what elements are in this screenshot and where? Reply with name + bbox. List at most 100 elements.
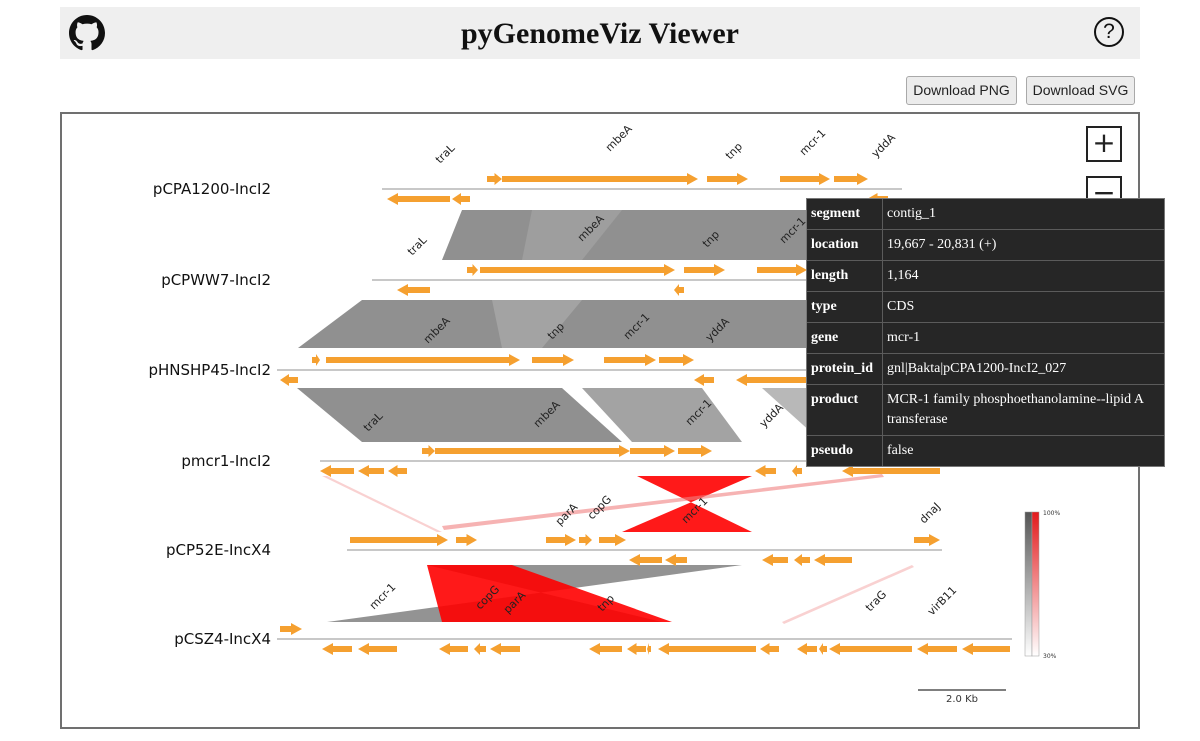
cds-feature[interactable] bbox=[684, 264, 725, 276]
comparison-link[interactable] bbox=[427, 565, 672, 622]
tooltip-value: gnl|Bakta|pCPA1200-IncI2_027 bbox=[882, 353, 1164, 385]
cds-feature[interactable] bbox=[678, 445, 712, 457]
scalebar: 2.0 Kb bbox=[918, 689, 1006, 705]
cds-feature[interactable] bbox=[579, 534, 592, 546]
cds-feature[interactable] bbox=[474, 643, 486, 655]
cds-feature[interactable] bbox=[658, 643, 756, 655]
cds-feature[interactable] bbox=[674, 284, 684, 296]
cds-feature[interactable] bbox=[794, 554, 810, 566]
gene-label: traL bbox=[405, 233, 430, 258]
cds-feature[interactable] bbox=[487, 173, 502, 185]
cds-feature[interactable] bbox=[604, 354, 656, 366]
cds-feature[interactable] bbox=[819, 643, 827, 655]
cds-feature[interactable] bbox=[490, 643, 520, 655]
cds-feature[interactable] bbox=[322, 643, 352, 655]
cds-feature[interactable] bbox=[456, 534, 477, 546]
cds-feature[interactable] bbox=[280, 374, 298, 386]
cds-feature[interactable] bbox=[480, 264, 675, 276]
cds-feature[interactable] bbox=[422, 445, 435, 457]
comparison-link[interactable] bbox=[582, 388, 742, 442]
comparison-links bbox=[297, 210, 962, 624]
cds-feature[interactable] bbox=[659, 354, 694, 366]
cds-feature[interactable] bbox=[842, 465, 940, 477]
gene-label: virB11 bbox=[925, 584, 959, 618]
gene-label: traG bbox=[863, 588, 889, 614]
cds-feature[interactable] bbox=[829, 643, 912, 655]
tooltip-key: length bbox=[807, 260, 883, 292]
comparison-link[interactable] bbox=[492, 300, 582, 348]
comparison-link[interactable] bbox=[442, 474, 884, 530]
tooltip-key: gene bbox=[807, 322, 883, 354]
cds-feature[interactable] bbox=[780, 173, 830, 185]
zoom-in-button[interactable]: + bbox=[1086, 126, 1122, 162]
gene-label: mbeA bbox=[603, 122, 635, 154]
comparison-link[interactable] bbox=[298, 300, 892, 348]
download-png-button[interactable]: Download PNG bbox=[906, 76, 1017, 105]
colorbar-min-label: 30% bbox=[1043, 653, 1057, 660]
app-title: pyGenomeViz Viewer bbox=[461, 17, 739, 50]
cds-feature[interactable] bbox=[665, 554, 687, 566]
colorbar-forward bbox=[1031, 511, 1040, 657]
cds-feature[interactable] bbox=[757, 264, 807, 276]
cds-feature[interactable] bbox=[647, 643, 651, 655]
cds-feature[interactable] bbox=[350, 534, 448, 546]
cds-feature[interactable] bbox=[629, 554, 662, 566]
comparison-link[interactable] bbox=[622, 476, 752, 532]
cds-feature[interactable] bbox=[280, 623, 302, 635]
cds-feature[interactable] bbox=[762, 554, 788, 566]
help-icon[interactable]: ? bbox=[1094, 17, 1124, 47]
cds-feature[interactable] bbox=[388, 465, 407, 477]
gene-label: yddA bbox=[869, 131, 898, 160]
gene-label: traL bbox=[433, 141, 458, 166]
cds-feature[interactable] bbox=[707, 173, 748, 185]
download-svg-button[interactable]: Download SVG bbox=[1026, 76, 1135, 105]
comparison-link[interactable] bbox=[297, 388, 622, 442]
cds-feature[interactable] bbox=[630, 445, 675, 457]
cds-feature[interactable] bbox=[694, 374, 714, 386]
scalebar-label: 2.0 Kb bbox=[946, 694, 978, 705]
cds-feature[interactable] bbox=[358, 643, 397, 655]
tooltip-value: false bbox=[887, 443, 914, 458]
cds-feature[interactable] bbox=[792, 465, 802, 477]
cds-feature[interactable] bbox=[797, 643, 817, 655]
cds-feature[interactable] bbox=[546, 534, 576, 546]
cds-feature[interactable] bbox=[917, 643, 957, 655]
comparison-link[interactable] bbox=[522, 210, 622, 260]
cds-feature[interactable] bbox=[589, 643, 622, 655]
cds-feature[interactable] bbox=[358, 465, 384, 477]
cds-feature[interactable] bbox=[532, 354, 574, 366]
cds-feature[interactable] bbox=[627, 643, 646, 655]
cds-feature[interactable] bbox=[439, 643, 468, 655]
tooltip-key: product bbox=[807, 384, 883, 436]
cds-feature[interactable] bbox=[312, 354, 320, 366]
cds-feature[interactable] bbox=[387, 193, 450, 205]
track-label: pCPA1200-IncI2 bbox=[153, 180, 271, 198]
cds-feature[interactable] bbox=[760, 643, 779, 655]
cds-feature[interactable] bbox=[834, 173, 868, 185]
cds-feature[interactable] bbox=[467, 264, 478, 276]
app-header: pyGenomeViz Viewer ? bbox=[60, 7, 1140, 59]
comparison-link[interactable] bbox=[322, 476, 442, 532]
cds-feature[interactable] bbox=[320, 465, 354, 477]
cds-feature[interactable] bbox=[962, 643, 1010, 655]
cds-feature[interactable] bbox=[814, 554, 852, 566]
comparison-link[interactable] bbox=[782, 565, 914, 624]
colorbar-reverse bbox=[1024, 511, 1033, 657]
cds-feature[interactable] bbox=[435, 445, 630, 457]
github-icon[interactable] bbox=[69, 15, 105, 51]
cds-feature[interactable] bbox=[397, 284, 430, 296]
tooltip-value: MCR-1 family phosphoethanolamine--lipid … bbox=[882, 384, 1164, 436]
cds-feature[interactable] bbox=[599, 534, 626, 546]
cds-feature[interactable] bbox=[502, 173, 698, 185]
cds-feature[interactable] bbox=[326, 354, 520, 366]
cds-feature[interactable] bbox=[452, 193, 470, 205]
cds-feature[interactable] bbox=[914, 534, 940, 546]
cds-feature[interactable] bbox=[736, 374, 807, 386]
cds-feature[interactable] bbox=[755, 465, 776, 477]
